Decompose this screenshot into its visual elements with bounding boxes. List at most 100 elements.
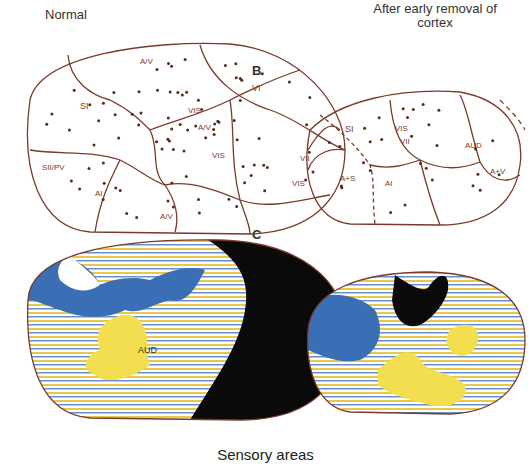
- recording-dot: [161, 148, 164, 151]
- recording-dot: [179, 123, 182, 126]
- recording-dot: [170, 128, 173, 131]
- recording-dot: [491, 139, 494, 142]
- area-label: AI: [385, 180, 393, 189]
- recording-dot: [402, 107, 405, 110]
- recording-dot: [338, 145, 341, 148]
- recording-dot: [233, 119, 236, 122]
- recording-dot: [258, 137, 261, 140]
- recording-dot: [479, 189, 482, 192]
- column-heading: After early removal of cortex: [370, 2, 500, 31]
- recording-dot: [308, 96, 311, 99]
- recording-dot: [181, 94, 184, 97]
- area-label: A/V: [198, 124, 211, 133]
- recording-dot: [340, 184, 343, 187]
- panel-letter: B: [252, 64, 261, 78]
- recording-dot: [224, 64, 227, 67]
- recording-dot: [102, 102, 105, 105]
- recording-dot: [239, 99, 242, 102]
- recording-dot: [131, 113, 134, 116]
- recording-dot: [112, 91, 115, 94]
- recording-dot: [406, 116, 409, 119]
- recording-dot: [73, 89, 76, 92]
- recording-dot: [328, 141, 331, 144]
- recording-dot: [412, 108, 415, 111]
- recording-dot: [103, 182, 106, 185]
- area-label: VIS: [292, 180, 305, 189]
- recording-dot: [119, 189, 122, 192]
- area-label: A+S: [340, 175, 355, 184]
- recording-dot: [88, 103, 91, 106]
- area-label: SII/PV: [42, 164, 65, 173]
- area-label: SI: [80, 102, 89, 112]
- recording-dot: [235, 76, 238, 79]
- recording-dot: [117, 136, 120, 139]
- area-label: VII: [300, 155, 310, 164]
- recording-dot: [169, 90, 172, 93]
- recording-dot: [183, 149, 186, 152]
- recording-dot: [167, 116, 170, 119]
- recording-dot: [213, 122, 216, 125]
- recording-dot: [262, 164, 265, 167]
- caption: Sensory areas: [0, 446, 531, 463]
- recording-dot: [250, 174, 253, 177]
- recording-dot: [102, 162, 105, 165]
- area-label: AUD: [465, 142, 482, 151]
- recording-dot: [305, 123, 308, 126]
- recording-dot: [70, 180, 73, 183]
- recording-dot: [45, 123, 48, 126]
- recording-dot: [166, 138, 169, 141]
- recording-dot: [378, 116, 381, 119]
- recording-dot: [266, 166, 269, 169]
- panel-letter: C: [252, 228, 261, 242]
- column-heading: Normal: [45, 8, 87, 22]
- recording-dot: [50, 113, 53, 116]
- recording-dot: [138, 90, 141, 93]
- recording-dot: [427, 123, 430, 126]
- area-label: VIS: [395, 125, 408, 134]
- recording-dot: [172, 148, 175, 151]
- recording-dot: [404, 204, 407, 207]
- area-label: VIS: [212, 152, 225, 161]
- recording-dot: [167, 199, 170, 202]
- area-label: VI: [252, 84, 261, 94]
- recording-dot: [170, 182, 173, 185]
- recording-dot: [363, 127, 366, 130]
- recording-dot: [422, 103, 425, 106]
- recording-dot: [476, 173, 479, 176]
- recording-dot: [431, 179, 434, 182]
- area-label: VII: [400, 138, 410, 147]
- recording-dot: [114, 187, 117, 190]
- recording-dot: [185, 175, 188, 178]
- area-label: AI: [95, 190, 103, 199]
- recording-dot: [234, 62, 237, 65]
- recording-dot: [155, 140, 158, 143]
- recording-dot: [263, 189, 266, 192]
- recording-dot: [185, 91, 188, 94]
- recording-dot: [235, 205, 238, 208]
- area-label: A/V: [160, 213, 173, 222]
- recording-dot: [213, 133, 216, 136]
- recording-dot: [102, 198, 105, 201]
- area-label: A/V: [140, 58, 153, 67]
- recording-dot: [410, 135, 413, 138]
- recording-dot: [125, 212, 128, 215]
- recording-dot: [140, 112, 143, 115]
- recording-dot: [156, 68, 159, 71]
- recording-dot: [68, 129, 71, 132]
- recording-dot: [362, 161, 365, 164]
- recording-dot: [253, 164, 256, 167]
- recording-dot: [88, 167, 91, 170]
- recording-dot: [437, 109, 440, 112]
- area-label: SI: [345, 125, 354, 135]
- recording-dot: [167, 62, 170, 65]
- recording-dot: [198, 212, 201, 215]
- recording-dot: [156, 89, 159, 92]
- recording-dot: [216, 120, 219, 123]
- recording-dot: [227, 198, 230, 201]
- recording-dot: [288, 81, 291, 84]
- recording-dot: [312, 171, 315, 174]
- recording-dot: [236, 138, 239, 141]
- recording-dot: [369, 140, 372, 143]
- recording-dot: [186, 128, 189, 131]
